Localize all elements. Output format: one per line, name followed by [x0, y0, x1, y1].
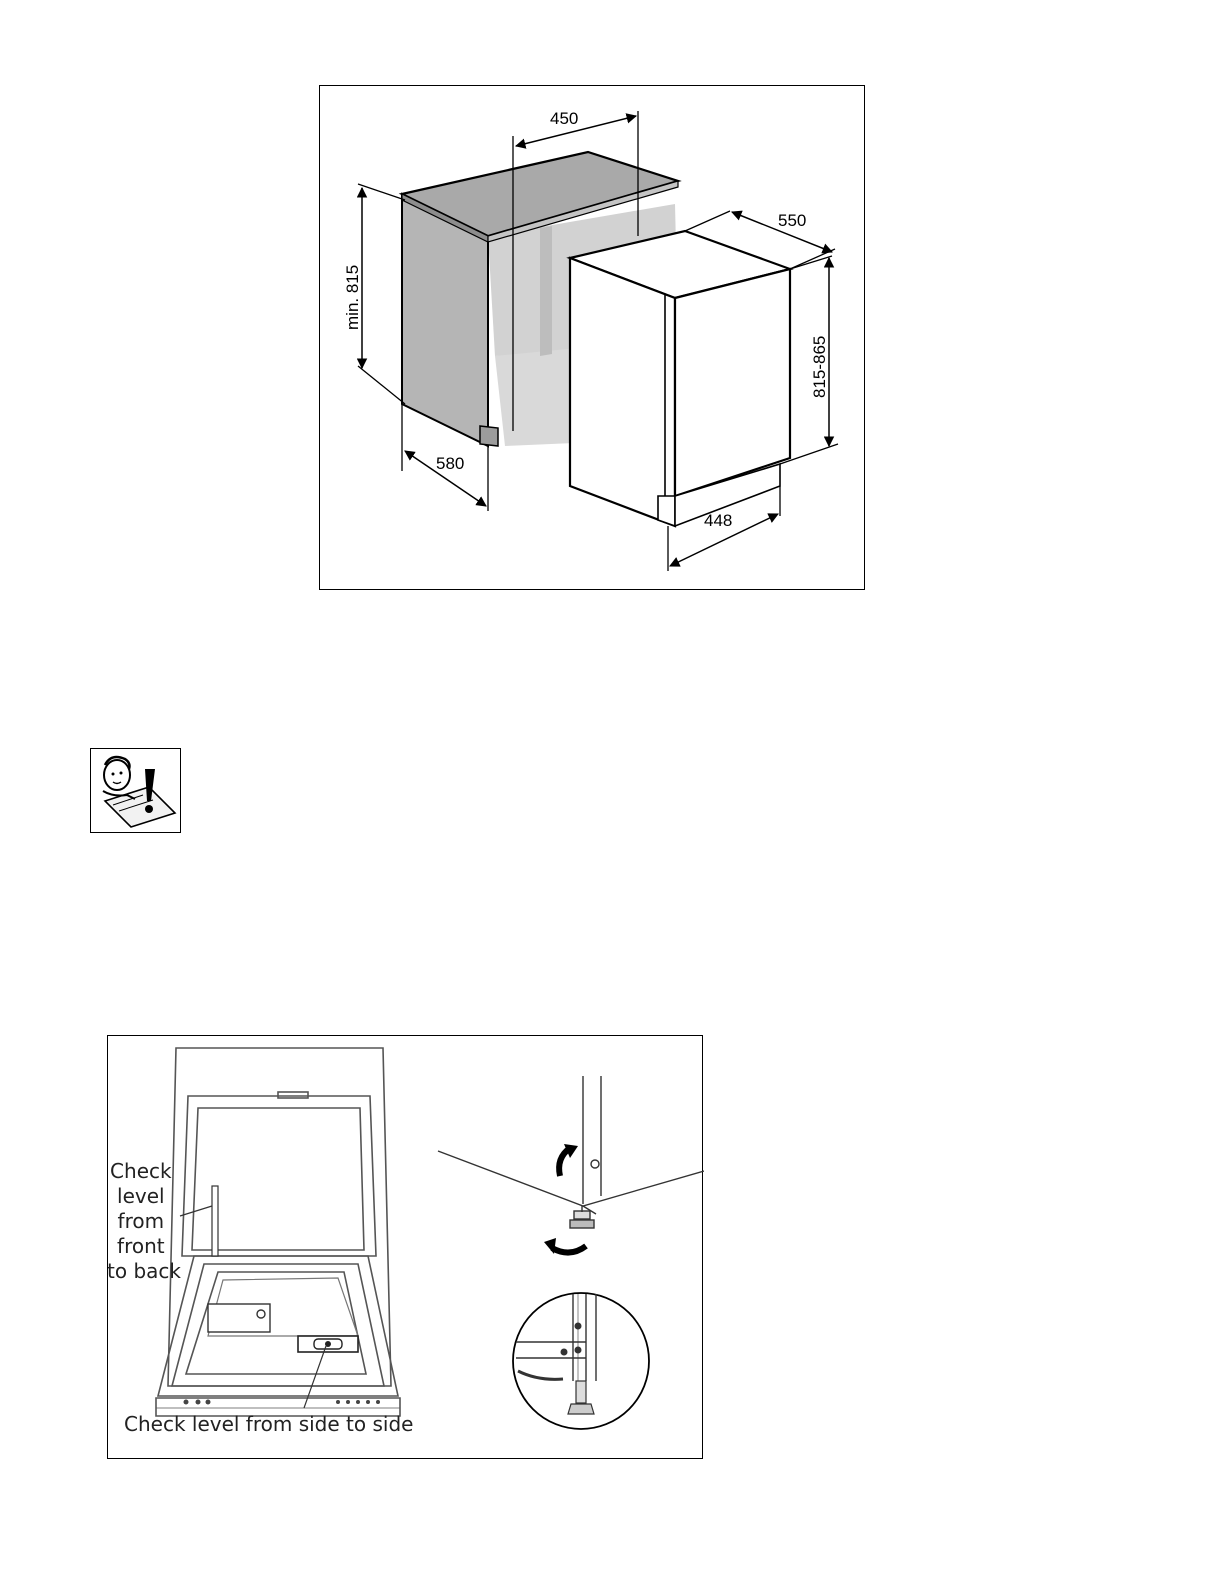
installation-dimensions-drawing: 450 min. 815 580 550 815-865 448	[320, 86, 866, 591]
rotate-arrow-lower	[552, 1246, 586, 1253]
niche-inner-edge	[540, 226, 552, 356]
niche-height-extension-bottom	[358, 366, 405, 404]
control-panel-buttons	[184, 1400, 381, 1405]
appliance-height-label: 815-865	[810, 336, 829, 398]
front-to-back-caption: Check level from front to back	[108, 1159, 181, 1283]
foot-magnifier	[513, 1293, 649, 1429]
dishwasher-side	[570, 258, 675, 526]
attention-reading-man-icon	[90, 748, 181, 833]
niche-width-label: 450	[550, 109, 578, 128]
dishwasher-open-door	[156, 1048, 400, 1416]
appliance-width-label: 448	[704, 511, 732, 530]
niche-depth-label: 580	[436, 454, 464, 473]
dishwasher-plinth-side	[658, 496, 675, 526]
appliance-depth-label: 550	[778, 211, 806, 230]
leveling-drawing: Check level from front to back Check lev…	[108, 1036, 704, 1460]
niche-height-label: min. 815	[343, 265, 362, 330]
niche-height-extension-top	[358, 184, 405, 200]
cabinet-plinth	[480, 426, 498, 446]
appliance-height-extension-top	[790, 256, 832, 269]
side-to-side-caption: Check level from side to side	[124, 1412, 413, 1436]
front-to-back-leader	[180, 1206, 212, 1216]
attention-icon-drawing	[91, 749, 179, 831]
side-spirit-level	[212, 1186, 218, 1256]
appliance-depth-extension-back	[685, 211, 730, 231]
leveling-figure: Check level from front to back Check lev…	[107, 1035, 703, 1459]
installation-dimensions-figure: 450 min. 815 580 550 815-865 448	[319, 85, 865, 590]
dishwasher-front	[675, 269, 790, 496]
